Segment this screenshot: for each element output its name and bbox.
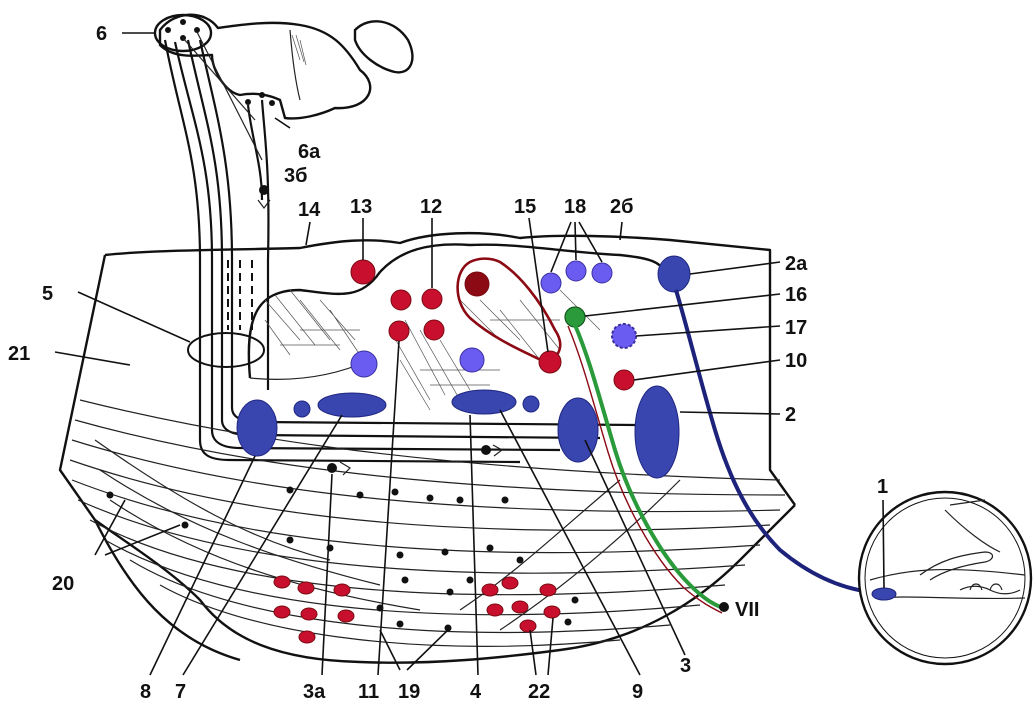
nucleus-16 [565, 307, 585, 327]
nucleus-2a [658, 256, 690, 292]
cerebellar-peduncle-fibers [165, 32, 640, 462]
nucleus-7 [318, 393, 386, 417]
label-11: 11 [358, 681, 379, 703]
nucleus-10 [614, 370, 634, 390]
nucleus-7-small [294, 401, 310, 417]
nucleus-2 [635, 386, 679, 478]
label-22: 22 [528, 681, 550, 703]
nucleus-left-round [351, 351, 377, 377]
label-10: 10 [785, 350, 807, 372]
nucleus-15 [539, 351, 561, 373]
label-17: 17 [785, 317, 807, 339]
label-4: 4 [470, 681, 482, 703]
label-3: 3 [680, 655, 691, 677]
label-21: 21 [8, 343, 30, 365]
neuron-3a [327, 462, 350, 475]
nucleus-9-small [523, 396, 539, 412]
label-16: 16 [785, 284, 807, 306]
label-2b: 2б [610, 196, 633, 218]
nucleus-12a [391, 290, 411, 310]
nucleus-11b [424, 320, 444, 340]
nucleus-11a [389, 321, 409, 341]
cochlear-nerve [676, 290, 870, 592]
label-VII: VII [735, 599, 759, 621]
label-2: 2 [785, 404, 796, 426]
nucleus-18c [592, 263, 612, 283]
nucleus-9 [452, 390, 516, 414]
nucleus-3 [558, 398, 598, 462]
nucleus-12b [422, 289, 442, 309]
label-3b: 3б [284, 165, 307, 187]
nucleus-18a [541, 273, 561, 293]
nucleus-mid-round [460, 348, 484, 372]
nucleus-18b [566, 261, 586, 281]
label-5: 5 [42, 283, 53, 305]
label-14: 14 [298, 199, 321, 221]
label-7: 7 [175, 681, 186, 703]
nerve-VII-end [719, 602, 729, 612]
nucleus-15-inner [465, 272, 489, 296]
label-9: 9 [632, 681, 643, 703]
label-13: 13 [350, 196, 372, 218]
nucleus-8 [237, 400, 277, 456]
label-12: 12 [420, 196, 442, 218]
label-6: 6 [96, 23, 107, 45]
label-15: 15 [514, 196, 536, 218]
nucleus-17 [612, 324, 636, 348]
label-8: 8 [140, 681, 151, 703]
label-3a: 3а [303, 681, 326, 703]
label-18: 18 [564, 196, 586, 218]
nucleus-13 [351, 260, 375, 284]
label-20: 20 [52, 573, 74, 595]
label-2a: 2а [785, 253, 808, 275]
label-19: 19 [398, 681, 420, 703]
cochlea-inset [859, 492, 1031, 664]
label-6a: 6а [298, 141, 321, 163]
label-1: 1 [877, 476, 888, 498]
